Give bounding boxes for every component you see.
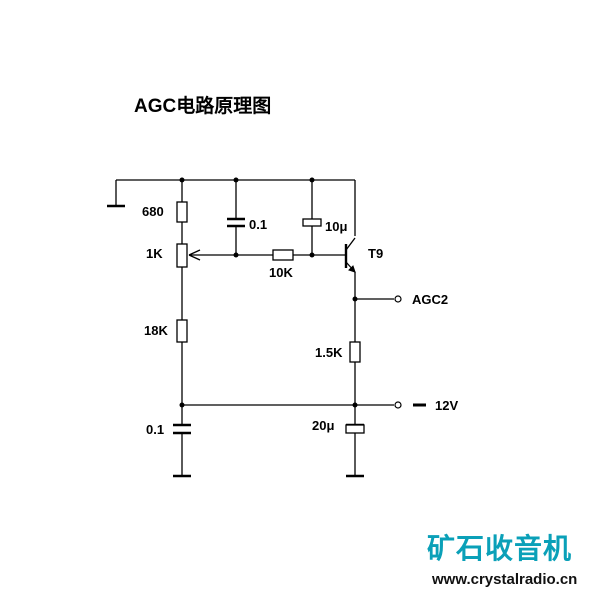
capacitor-10u <box>302 180 322 255</box>
potentiometer-1k <box>176 243 188 268</box>
capacitor-10u-label: 10μ <box>325 219 347 234</box>
watermark-url: www.crystalradio.cn <box>431 571 577 588</box>
potentiometer-1k-label: 1K <box>146 246 163 261</box>
resistor-10k-label: 10K <box>269 265 293 280</box>
capacitor-top-label: 0.1 <box>249 217 267 232</box>
capacitor-20u-label: 20μ <box>312 418 334 433</box>
right-chain-wire <box>346 272 364 478</box>
agc2-label: AGC2 <box>412 292 448 307</box>
resistor-1-5k-label: 1.5K <box>315 345 343 360</box>
potentiometer-wiper-arrow <box>188 249 201 261</box>
resistor-1-5k <box>349 341 361 363</box>
resistor-680-label: 680 <box>142 204 164 219</box>
agc2-terminal <box>394 295 402 303</box>
junction-dots <box>179 177 358 408</box>
supply-terminal <box>394 401 402 409</box>
watermark-brand: 矿石收音机 <box>427 532 572 564</box>
transistor-label: T9 <box>368 246 383 261</box>
supply-label: 12V <box>435 398 458 413</box>
transistor-t9 <box>344 237 356 273</box>
diagram-title: AGC电路原理图 <box>134 94 271 117</box>
capacitor-bottom-0-1 <box>173 423 191 435</box>
resistor-18k-label: 18K <box>144 323 168 338</box>
capacitor-20u <box>345 423 365 434</box>
capacitor-top-0-1 <box>227 180 245 255</box>
resistor-10k <box>272 249 294 261</box>
resistor-18k <box>176 319 188 343</box>
resistor-680 <box>176 201 188 223</box>
capacitor-bottom-label: 0.1 <box>146 422 164 437</box>
left-chain-wire <box>173 180 191 478</box>
